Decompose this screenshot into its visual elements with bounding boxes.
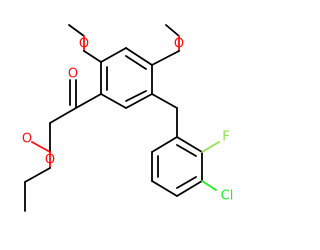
chlorine-label: Cl [221,189,234,204]
bond [201,180,217,191]
bond [49,107,77,124]
bond [176,180,203,197]
bond [125,93,153,109]
oxygen-label: O [22,132,32,147]
bond [24,167,51,183]
bond [151,93,178,109]
structure-canvas: O O O O O F Cl [21,24,234,212]
bond [176,176,197,189]
bond [151,50,180,66]
bond [31,141,51,153]
bond [125,55,147,70]
bond [68,24,85,37]
bond [201,141,220,153]
bond [75,93,102,109]
bond [125,47,153,66]
bond [151,136,178,153]
molecule-diagram: O O O O O F Cl [22,24,234,212]
fluorine-label: F [222,130,229,145]
bond [125,90,147,102]
bond [100,93,127,109]
bond [176,144,197,157]
bond [100,47,127,63]
oxygen-label: O [174,37,184,52]
bond [165,24,180,37]
oxygen-label: O [45,153,55,168]
bond [83,50,102,63]
bond [176,136,203,153]
bond [151,180,178,197]
oxygen-label: O [79,37,89,52]
oxygen-label: O [68,67,78,82]
